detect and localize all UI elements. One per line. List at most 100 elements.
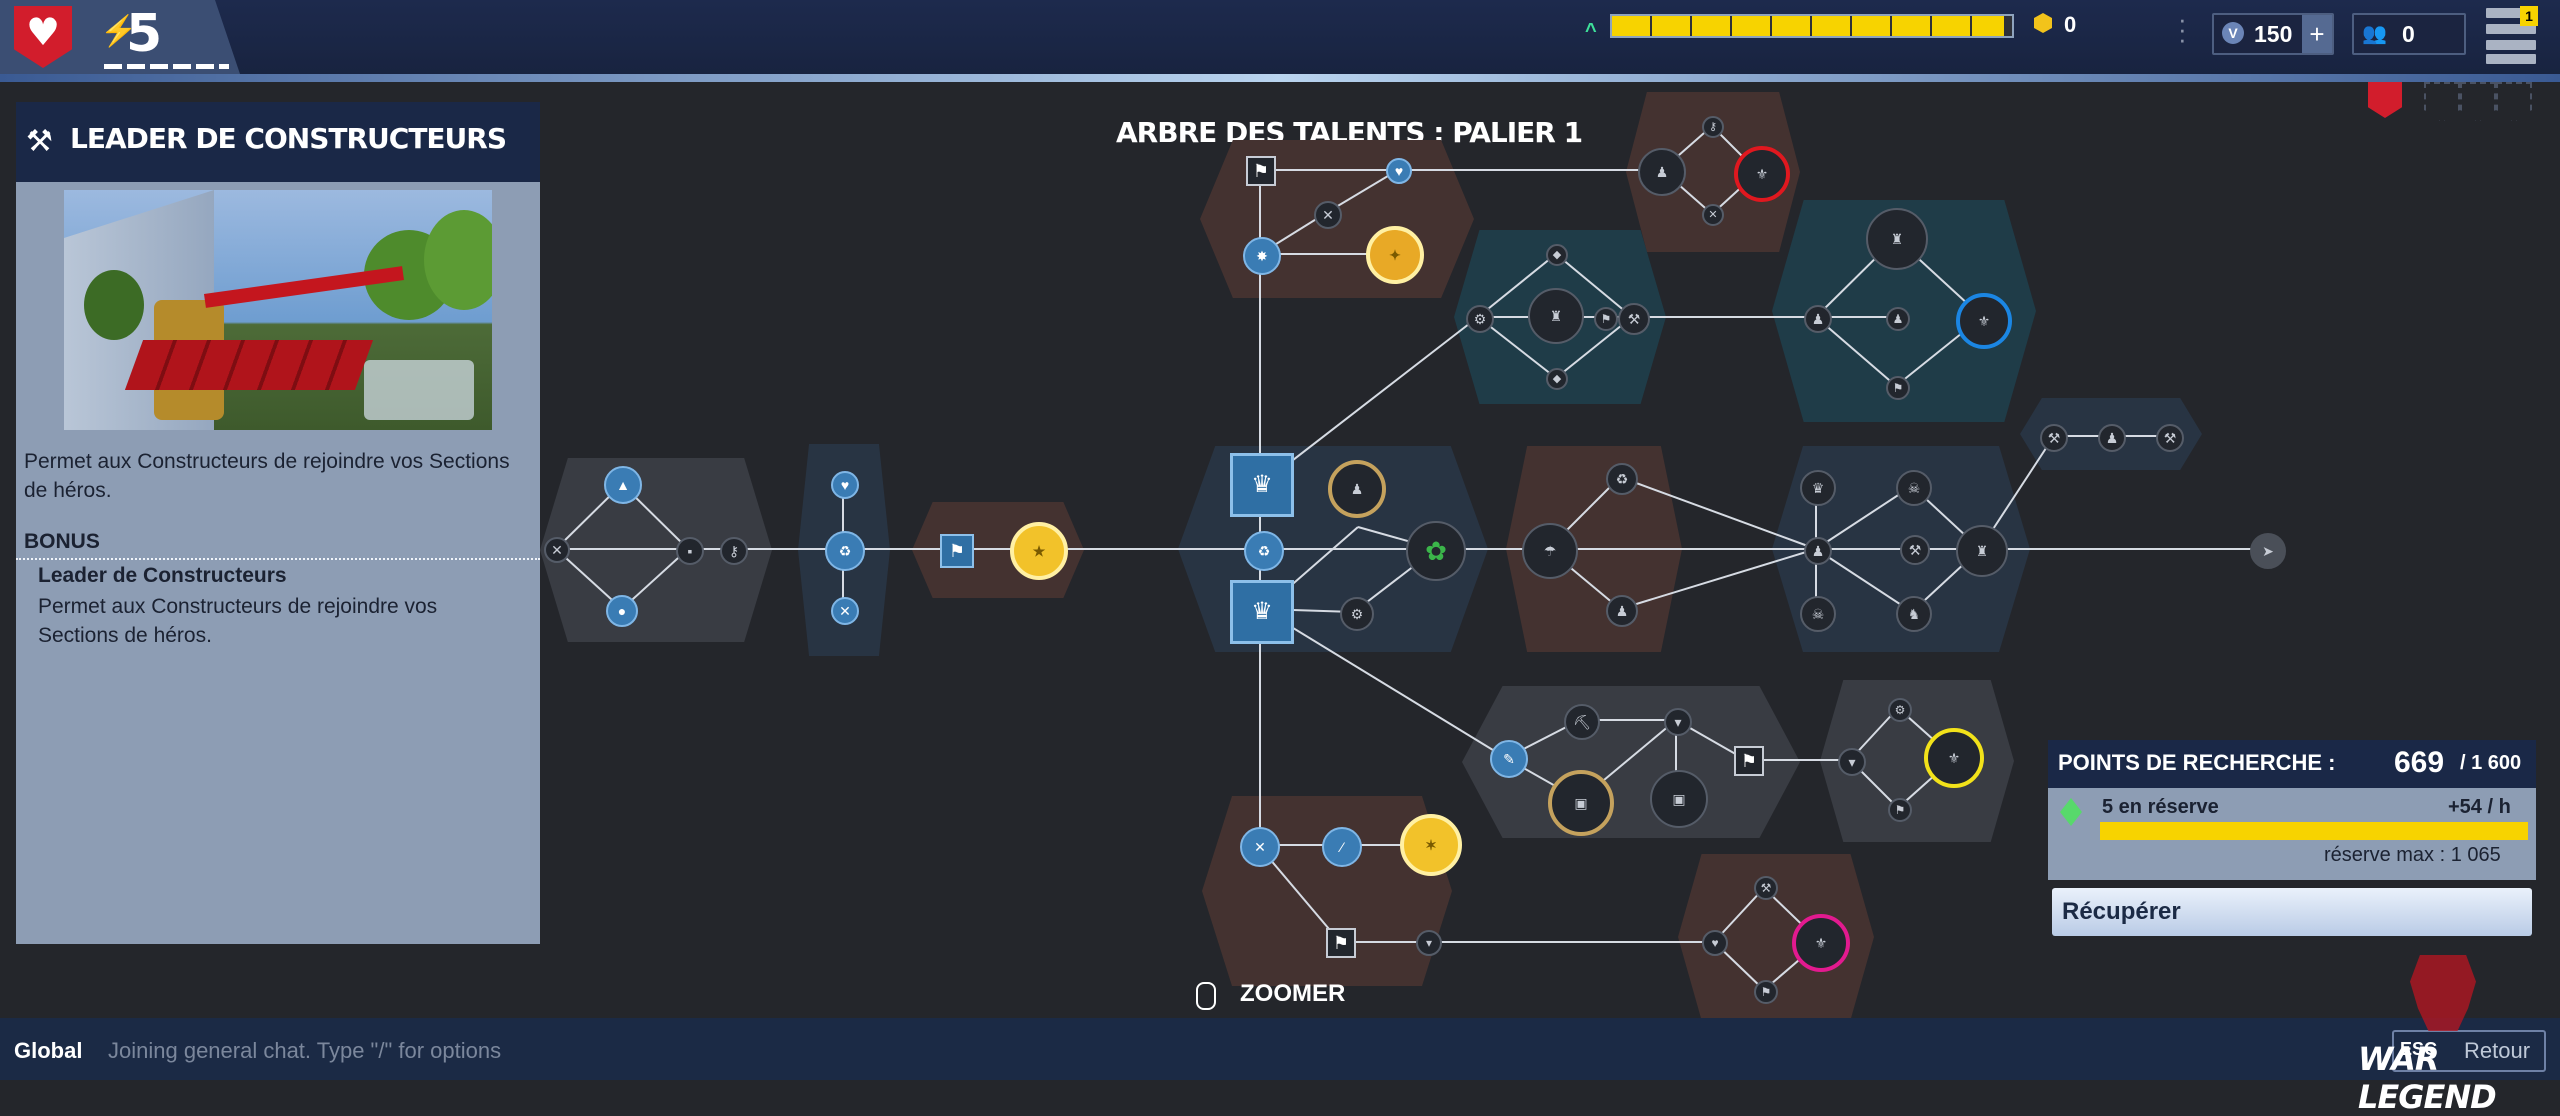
reserve-progress-fill [2100, 822, 2528, 840]
skill-node[interactable]: ⚑ [1886, 376, 1910, 400]
claim-research-label: Récupérer [2062, 898, 2181, 925]
skill-node[interactable]: ⚒ [2040, 424, 2068, 452]
claim-research-button[interactable]: Récupérer [2052, 888, 2532, 936]
hammer-icon: ⚒ [26, 125, 53, 158]
skill-node[interactable]: ♞ [1896, 596, 1932, 632]
main-menu-button[interactable] [2486, 8, 2536, 64]
skill-node[interactable]: ⚒ [2156, 424, 2184, 452]
skill-node[interactable]: ● [606, 595, 638, 627]
back-button[interactable]: ESC Retour [2392, 1030, 2546, 1072]
skill-node[interactable]: ♜ [1956, 525, 2008, 577]
chat-input[interactable]: Joining general chat. Type "/" for optio… [108, 1038, 502, 1063]
tree-end-node[interactable]: ➤ [2250, 533, 2286, 569]
skill-node[interactable]: ♜ [1528, 288, 1584, 344]
skill-node[interactable]: ▾ [1664, 708, 1692, 736]
skill-node[interactable]: ✎ [1490, 740, 1528, 778]
notification-badge: 1 [2520, 6, 2538, 26]
skill-node[interactable]: ✕ [1240, 827, 1280, 867]
skill-node[interactable]: ⚑ [1754, 980, 1778, 1004]
skill-node[interactable]: ♻ [825, 531, 865, 571]
skill-node[interactable]: ⚑ [1326, 928, 1356, 958]
skill-node[interactable]: ⚒ [1618, 303, 1650, 335]
builder-leader-node[interactable]: ♛ [1230, 453, 1294, 517]
account-xp-fill [1612, 16, 2004, 36]
skill-node[interactable]: ⚑ [940, 534, 974, 568]
skill-node[interactable]: ♥ [1386, 158, 1412, 184]
skill-node[interactable]: ⚒ [1900, 535, 1930, 565]
skill-node[interactable]: ⁄ [1322, 827, 1362, 867]
esc-key-label: ESC [2400, 1039, 2438, 1059]
major-perk-node[interactable]: ✶ [1400, 814, 1462, 876]
skill-node[interactable]: ⚑ [1734, 746, 1764, 776]
skill-node[interactable]: ♥ [831, 471, 859, 499]
skill-node[interactable]: ♥ [1702, 930, 1728, 956]
vbucks-icon: V [2222, 22, 2244, 44]
research-points-header: POINTS DE RECHERCHE : 669 / 1 600 [2048, 740, 2536, 788]
skill-node[interactable]: ♟ [2098, 424, 2126, 452]
research-points-value: 669 [2394, 746, 2445, 779]
friends-icon: 👥 [2362, 23, 2387, 45]
skill-node[interactable]: ✕ [1702, 204, 1724, 226]
skill-node[interactable]: ♟ [1606, 595, 1638, 627]
skill-node[interactable]: ☠ [1800, 596, 1836, 632]
empty-slot-icon [2460, 82, 2496, 122]
bonus-description: Permet aux Constructeurs de rejoindre vo… [38, 595, 438, 647]
skill-node[interactable]: ✿ [1406, 521, 1466, 581]
skill-node[interactable]: ♛ [1800, 470, 1836, 506]
node-details-header: ⚒ LEADER DE CONSTRUCTEURS [16, 102, 540, 182]
skill-node[interactable]: ✕ [1314, 201, 1342, 229]
red-ring-node[interactable]: ⚜ [1734, 146, 1790, 202]
skill-node[interactable]: ▾ [1416, 930, 1442, 956]
reserve-max: réserve max : 1 065 [2324, 844, 2501, 866]
skill-node[interactable]: ⚷ [720, 537, 748, 565]
skill-node[interactable]: ♟ [1804, 537, 1832, 565]
skill-node[interactable]: ⚷ [1702, 116, 1724, 138]
skill-node[interactable]: ♟ [1638, 148, 1686, 196]
skill-node[interactable]: ♟ [1328, 460, 1386, 518]
major-perk-node[interactable]: ✦ [1366, 226, 1424, 284]
skill-node[interactable]: ◆ [1546, 244, 1568, 266]
skill-node[interactable]: ▣ [1548, 770, 1614, 836]
party-counter[interactable]: 👥 0 [2352, 13, 2466, 55]
skill-node[interactable]: ◆ [1546, 368, 1568, 390]
blue-ring-node[interactable]: ⚜ [1956, 293, 2012, 349]
party-count: 0 [2402, 21, 2415, 47]
skill-node[interactable]: ✕ [831, 597, 859, 625]
skill-node[interactable]: ⛏ [1564, 704, 1600, 740]
skill-node[interactable]: ⚑ [1246, 156, 1276, 186]
skill-node[interactable]: ▾ [1838, 748, 1866, 776]
skill-node[interactable]: ▣ [1650, 770, 1708, 828]
bonus-divider [16, 558, 540, 560]
skill-node[interactable]: ☠ [1896, 470, 1932, 506]
skill-node[interactable]: ☂ [1522, 523, 1578, 579]
research-gem-icon [2060, 798, 2082, 826]
skill-node[interactable]: ♛ [1230, 580, 1294, 644]
skill-node[interactable]: ⚙ [1466, 305, 1494, 333]
magenta-ring-node[interactable]: ⚜ [1792, 914, 1850, 972]
skill-node[interactable]: ♻ [1606, 463, 1638, 495]
add-vbucks-button[interactable]: + [2302, 15, 2332, 53]
skill-node[interactable]: ⚒ [1754, 876, 1778, 900]
skill-node[interactable]: ✸ [1243, 237, 1281, 275]
skill-node[interactable]: ⚑ [1888, 798, 1912, 822]
zoom-label: ZOOMER [1240, 980, 1346, 1007]
yellow-ring-node[interactable]: ⚜ [1924, 728, 1984, 788]
skill-node[interactable]: ♜ [1866, 208, 1928, 270]
reserve-count: 5 en réserve [2102, 796, 2219, 818]
empty-slot-icon [2496, 82, 2532, 122]
chat-bar[interactable]: Global Joining general chat. Type "/" fo… [0, 1018, 2560, 1080]
skill-node[interactable]: ▲ [604, 466, 642, 504]
vbucks-counter[interactable]: V 150 + [2212, 13, 2334, 55]
back-label: Retour [2464, 1038, 2531, 1063]
skill-node[interactable]: ✕ [544, 537, 570, 563]
chat-channel[interactable]: Global [14, 1038, 83, 1063]
skill-node[interactable]: ⚙ [1340, 597, 1374, 631]
major-perk-node[interactable]: ★ [1010, 522, 1068, 580]
skill-node[interactable]: ▪ [676, 537, 704, 565]
skill-node[interactable]: ⚑ [1594, 307, 1618, 331]
skill-node[interactable]: ♻ [1244, 531, 1284, 571]
skill-node[interactable]: ♟ [1886, 307, 1910, 331]
skill-node[interactable]: ⚙ [1888, 698, 1912, 722]
skill-node[interactable]: ♟ [1804, 305, 1832, 333]
research-points-max: / 1 600 [2460, 752, 2522, 774]
